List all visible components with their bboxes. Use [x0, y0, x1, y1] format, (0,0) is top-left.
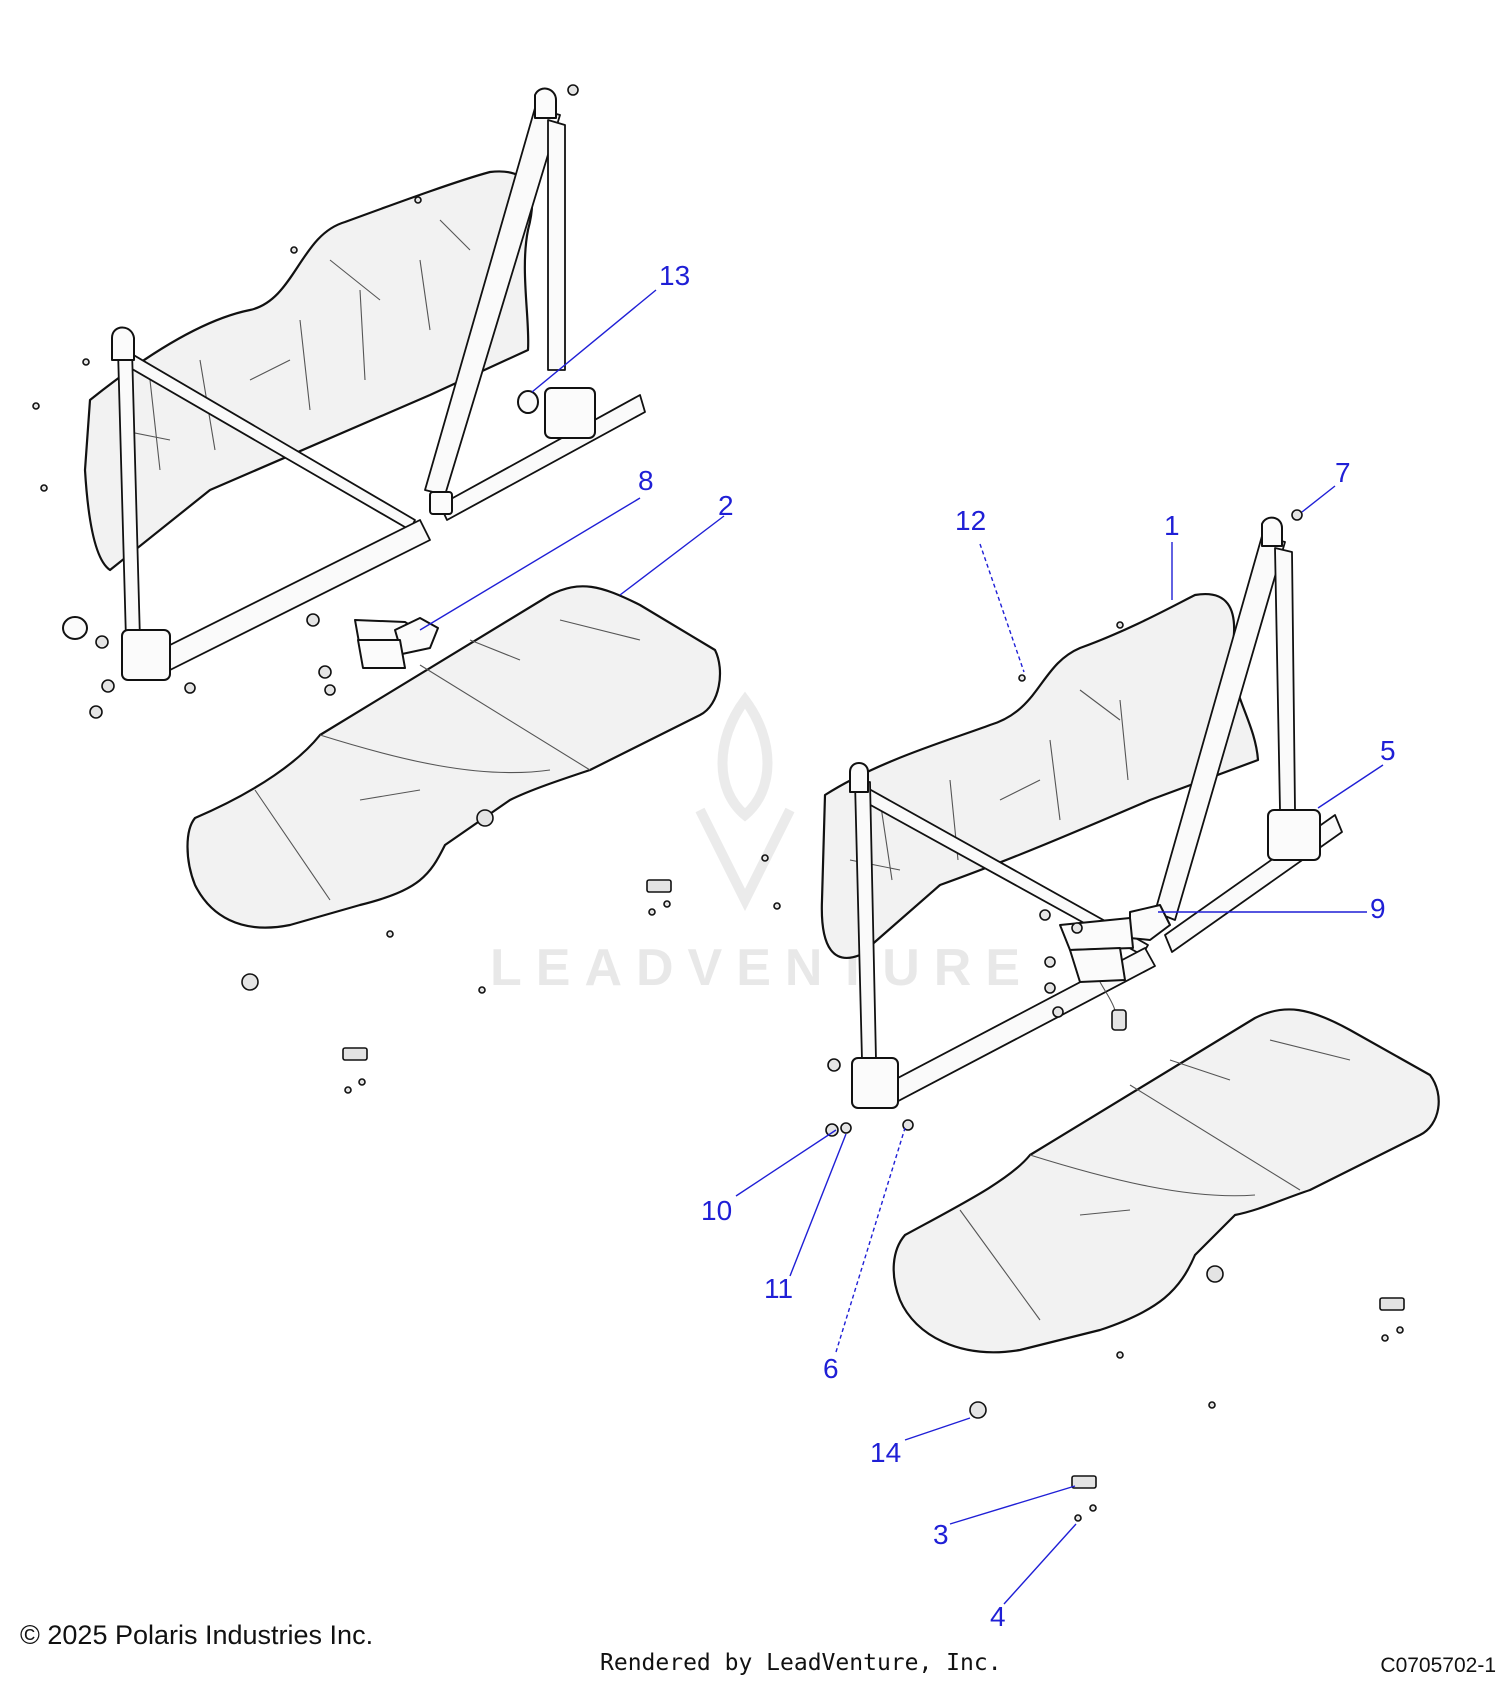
watermark: LEADVENTURE: [490, 691, 1034, 997]
callout-11: 11: [764, 1273, 793, 1304]
seat-bottom-right: [892, 1008, 1440, 1522]
right-top-anchor: [1261, 516, 1283, 547]
callout-10: 10: [701, 1195, 732, 1226]
callout-5: 5: [1380, 735, 1396, 766]
callout-1: 1: [1164, 510, 1180, 541]
callout-6: 6: [823, 1353, 839, 1384]
right-retractor-box: [851, 1057, 899, 1109]
upper-left-seat-assembly: [32, 84, 646, 719]
left-retractor-box: [121, 629, 171, 681]
buckle-8: [306, 613, 439, 696]
right-seat-assembly: [820, 509, 1343, 1137]
right-upper-anchor: [849, 762, 869, 793]
callout-13: 13: [659, 260, 690, 291]
callout-8: 8: [638, 465, 654, 496]
figure-code: C0705702-1: [1380, 1654, 1496, 1677]
left-top-anchor: [534, 87, 557, 119]
callout-labels: 13 8 2 7 12 1 5 9 10 11 6 14 3 4: [638, 260, 1396, 1632]
callout-2: 2: [718, 490, 734, 521]
seat-bottom-left: [186, 585, 781, 1094]
callout-4: 4: [990, 1601, 1006, 1632]
left-right-retractor-box: [544, 387, 596, 439]
buckle-9: [1039, 904, 1171, 1031]
callout-leaders: [419, 289, 1384, 1605]
bracket-3: [1071, 1475, 1097, 1489]
callout-3: 3: [933, 1519, 949, 1550]
right-seat-cushion: [892, 1008, 1440, 1354]
right-right-retractor-box-5: [1267, 809, 1321, 861]
left-upper-anchor: [111, 326, 135, 361]
callout-14: 14: [870, 1437, 901, 1468]
watermark-text: LEADVENTURE: [490, 939, 1034, 997]
callout-7: 7: [1335, 457, 1351, 488]
copyright-notice: © 2025 Polaris Industries Inc.: [20, 1620, 374, 1650]
watermark-flame-icon: [695, 691, 795, 912]
callout-9: 9: [1370, 893, 1386, 924]
right-seat-backrest: [820, 593, 1260, 960]
grommet-13: [517, 390, 539, 414]
rendered-by-text: Rendered by LeadVenture, Inc.: [600, 1650, 1002, 1676]
left-seat-cushion: [186, 585, 722, 929]
callout-12: 12: [955, 505, 986, 536]
